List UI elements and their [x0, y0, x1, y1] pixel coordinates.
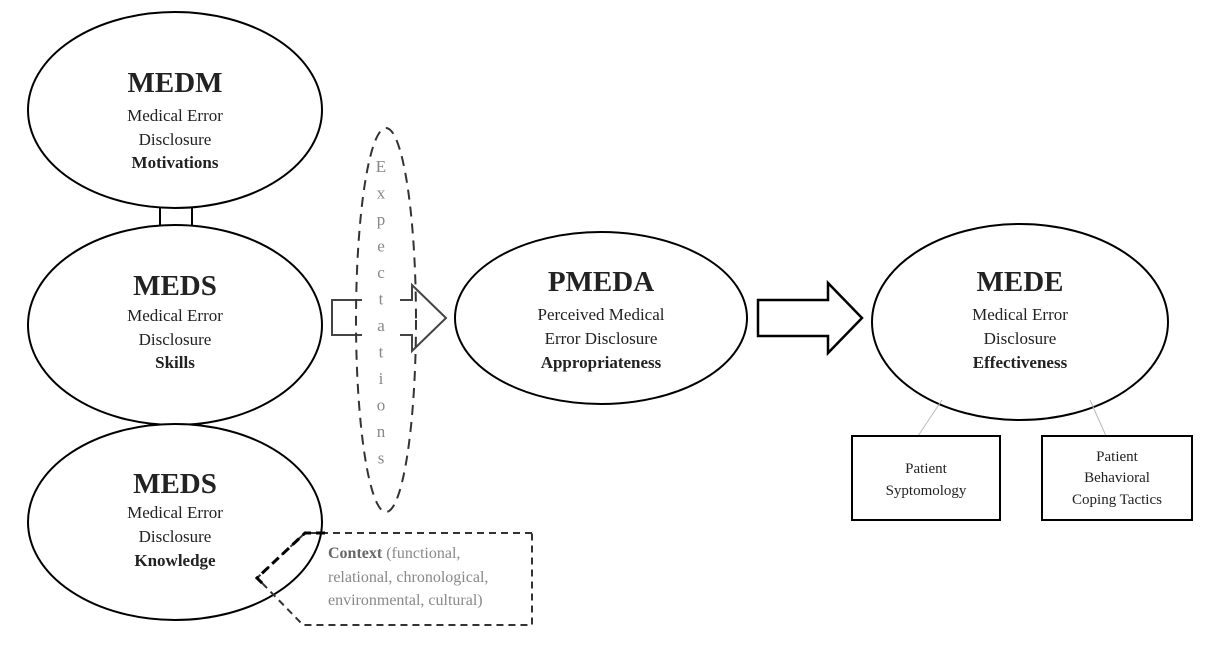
node-meds-knowledge [27, 423, 323, 621]
expectations-letter: E [376, 157, 386, 176]
context-callout [255, 532, 533, 626]
outcome-box-symptomology [851, 435, 1001, 521]
outcome-text: Patient [905, 461, 947, 477]
arrow-pmeda-to-mede [756, 279, 864, 357]
node-pmeda [454, 231, 748, 405]
node-meds-skills [27, 224, 323, 426]
outcome-text: Coping Tactics [1072, 492, 1162, 508]
expectations-letter: c [377, 263, 385, 282]
node-line: Medical Error [972, 305, 1068, 324]
expectations-letter: o [377, 396, 386, 415]
link-mede-symptomology [917, 399, 943, 437]
outcome-text: Syptomology [886, 483, 967, 499]
expectations-ellipse [355, 127, 417, 513]
node-line: Disclosure [984, 329, 1057, 348]
expectations-letter: e [377, 237, 385, 256]
link-mede-coping [1089, 399, 1107, 437]
context-text-line2: relational, chronological, [328, 569, 488, 586]
node-line: Disclosure [139, 130, 212, 149]
arrow-tail [331, 299, 362, 336]
node-line: Disclosure [139, 527, 212, 546]
node-line: Disclosure [139, 330, 212, 349]
expectations-letter: t [379, 290, 384, 309]
node-acronym: MEDS [133, 270, 217, 302]
outcome-text: Behavioral [1084, 470, 1150, 486]
node-acronym: MEDE [977, 266, 1064, 298]
expectations-letter: p [377, 210, 386, 229]
node-text-mede: MEDE Medical Error Disclosure Effectiven… [972, 266, 1068, 372]
node-line: Medical Error [127, 503, 223, 522]
node-line: Perceived Medical [538, 305, 665, 324]
node-emphasis: Skills [155, 353, 195, 372]
node-mede [871, 223, 1169, 421]
node-acronym: MEDS [133, 468, 217, 500]
node-text-meds-skills: MEDS Medical Error Disclosure Skills [127, 270, 223, 372]
node-medm [27, 11, 323, 209]
context-text: Context (functional, [328, 545, 460, 562]
expectations-letter: s [378, 449, 385, 468]
node-line: Medical Error [127, 306, 223, 325]
node-line: Error Disclosure [545, 329, 658, 348]
expectations-letter: t [379, 343, 384, 362]
expectations-letter: a [377, 316, 385, 335]
node-text-medm: MEDM Medical Error Disclosure Motivation… [127, 67, 223, 172]
node-text-meds-knowledge: MEDS Medical Error Disclosure Knowledge [127, 468, 223, 570]
node-emphasis: Effectiveness [973, 353, 1068, 372]
arrow-head-to-pmeda [400, 282, 448, 354]
expectations-letter: x [377, 184, 386, 203]
node-acronym: PMEDA [548, 266, 654, 298]
node-text-pmeda: PMEDA Perceived Medical Error Disclosure… [538, 266, 665, 372]
node-acronym: MEDM [127, 67, 222, 99]
outcome-text: Patient [1096, 449, 1138, 465]
expectations-letter: i [379, 369, 384, 388]
node-line: Medical Error [127, 106, 223, 125]
node-emphasis: Appropriateness [541, 353, 662, 372]
context-text-line3: environmental, cultural) [328, 592, 483, 609]
node-emphasis: Motivations [132, 153, 219, 172]
expectations-letter: n [377, 422, 386, 441]
outcome-box-coping [1041, 435, 1193, 521]
node-emphasis: Knowledge [134, 551, 216, 570]
context-callout-pointer [254, 531, 325, 588]
